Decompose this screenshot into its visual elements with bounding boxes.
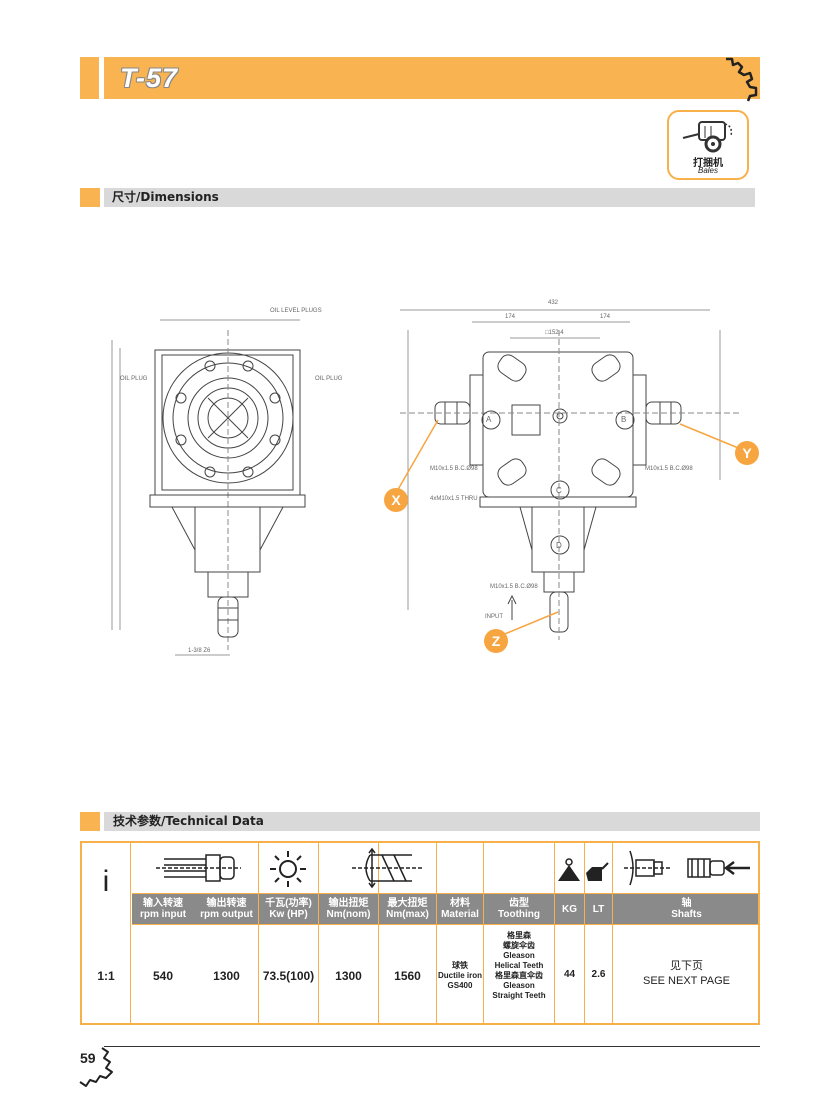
application-badge: 打捆机 Bales <box>667 110 749 180</box>
cell-rpm-input: 540 <box>152 969 174 983</box>
half-width-right-dim: 174 <box>600 314 611 320</box>
application-label-cn: 打捆机 <box>693 158 723 169</box>
page-number: 59 <box>80 1050 96 1066</box>
cell-kg: 44 <box>563 969 576 980</box>
baler-icon <box>682 121 733 153</box>
application-label-en: Bales <box>697 166 718 175</box>
square-dim: □152.4 <box>545 330 564 336</box>
oil-level-plugs-callout: OIL LEVEL PLUGS <box>270 308 322 314</box>
ratio-symbol: i <box>102 865 110 898</box>
header-lt: LT <box>592 904 605 915</box>
oil-plug-left-callout: OIL PLUG <box>120 376 148 382</box>
title-accent-tab <box>80 57 99 99</box>
input-label: INPUT <box>485 614 503 620</box>
dimensions-heading: 尺寸/Dimensions <box>112 190 219 204</box>
bolt-circle-callout: M10x1.5 B.C.Ø98 <box>645 466 693 472</box>
cell-nm-max: 1560 <box>394 969 421 983</box>
power-sun-icon <box>270 851 306 887</box>
side-view <box>400 309 740 640</box>
footer-rule <box>104 1046 760 1047</box>
svg-text:Z: Z <box>492 633 501 649</box>
cell-lt: 2.6 <box>591 969 606 980</box>
dimensions-header-bar <box>104 188 755 207</box>
section-accent-tab <box>80 812 100 831</box>
shafts-icon <box>624 850 750 886</box>
front-view <box>111 319 306 656</box>
oil-plug-right-callout: OIL PLUG <box>315 376 343 382</box>
svg-text:X: X <box>391 492 401 508</box>
gearbox-dimension-drawing: OIL LEVEL PLUGS OIL PLUG OIL PLUG 432 17… <box>111 300 759 656</box>
technical-header-bar <box>104 812 760 831</box>
technical-data-table: i <box>80 841 760 1025</box>
input-output-shaft-icon <box>156 854 241 882</box>
half-width-left-dim: 174 <box>505 314 516 320</box>
input-shaft-callout: M10x1.5 B.C.Ø98 <box>490 584 538 590</box>
output-torque-icon <box>352 847 422 889</box>
cell-rpm-output: 1300 <box>213 969 240 983</box>
base-holes-callout: 4xM10x1.5 THRU <box>430 496 478 502</box>
svg-text:Y: Y <box>742 445 752 461</box>
shaft-spec-callout: 1-3/8 Z6 <box>188 648 211 654</box>
circle-label-d: D <box>556 541 562 550</box>
table-header-band <box>132 894 758 924</box>
gear-icon <box>726 57 758 102</box>
marker-z: Z <box>484 629 508 653</box>
bolt-circle-callout: M10x1.5 B.C.Ø98 <box>430 466 478 472</box>
overall-width-dim: 432 <box>548 300 559 306</box>
header-kg: KG <box>562 904 577 915</box>
gear-icon <box>79 1047 113 1087</box>
cell-nm-nom: 1300 <box>335 969 362 983</box>
cell-kw-hp: 73.5(100) <box>262 969 315 983</box>
page-title: T-57 <box>120 63 179 93</box>
section-accent-tab <box>80 188 100 207</box>
circle-label-b: B <box>621 415 626 424</box>
title-bar <box>104 57 760 99</box>
weight-oil-icon <box>558 858 609 881</box>
header-kw-hp: 千瓦(功率)Kw (HP) <box>265 898 312 920</box>
technical-heading: 技术参数/Technical Data <box>113 814 264 828</box>
cell-ratio: 1:1 <box>97 969 115 983</box>
circle-label-a: A <box>486 415 492 424</box>
marker-x: X <box>384 488 408 512</box>
marker-y: Y <box>735 441 759 465</box>
circle-label-c: C <box>556 486 562 495</box>
